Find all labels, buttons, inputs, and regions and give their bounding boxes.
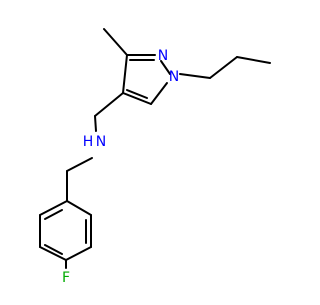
bond-ring-double-c xyxy=(44,209,63,220)
bond-ch2-nh xyxy=(94,115,97,132)
bond-n1-propyl xyxy=(179,73,211,79)
atom-amine-n-label: N xyxy=(96,134,106,150)
bond-c4-c3 xyxy=(122,54,128,94)
bond-propyl-1 xyxy=(209,56,238,79)
bond-n1-c5 xyxy=(150,82,168,105)
atom-amine-h-label: H xyxy=(83,134,94,150)
bond-nh-ch2 xyxy=(66,157,93,172)
bond-propyl-2 xyxy=(236,56,271,64)
bond-methyl-c3 xyxy=(103,28,128,56)
atom-n2-label: N xyxy=(158,48,168,64)
bond-ring-double-b xyxy=(44,244,63,255)
bond-layer xyxy=(39,28,271,269)
bond-c5-c4-double xyxy=(126,89,148,99)
structure-canvas: N N N H F xyxy=(39,28,271,286)
bond-n2-n1 xyxy=(160,60,171,75)
bond-c4-ch2 xyxy=(94,92,124,117)
bond-ring-4 xyxy=(39,246,67,261)
bond-ring-1 xyxy=(66,200,92,216)
atom-n1-label: N xyxy=(169,69,179,85)
bond-ring-6 xyxy=(39,200,68,216)
atom-f-label: F xyxy=(62,270,70,286)
bond-c5-c4 xyxy=(122,92,152,105)
molecule-structure: N N N H F xyxy=(39,28,271,286)
bond-ring-3 xyxy=(65,246,92,261)
